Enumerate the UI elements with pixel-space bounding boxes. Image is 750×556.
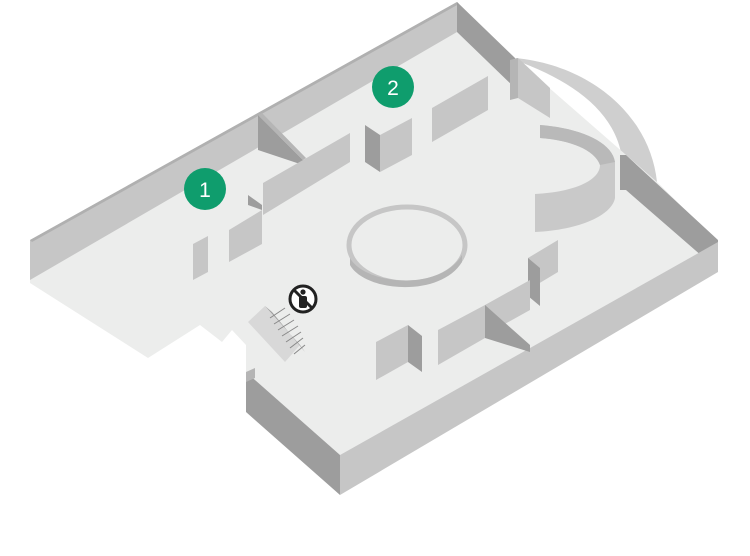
location-marker-2[interactable]: 2 [372, 66, 414, 108]
partition-1 [258, 115, 303, 165]
right-wall-upper [620, 155, 718, 270]
staircase [248, 306, 306, 362]
partition-7-side [528, 258, 540, 306]
partition-9 [438, 305, 485, 365]
partition-10-front [376, 325, 408, 380]
partition-6 [432, 76, 488, 142]
location-marker-1[interactable]: 1 [184, 168, 226, 210]
partition-2 [263, 133, 350, 215]
annex-wall-b [518, 58, 550, 118]
partition-9-side [485, 305, 530, 352]
back-wall-left [30, 2, 457, 280]
partition-1-top [258, 113, 306, 160]
no-access-person-icon[interactable] [288, 284, 318, 314]
back-wall-left-top [30, 2, 459, 242]
marker-2-label: 2 [387, 77, 399, 100]
central-oval [346, 204, 468, 288]
partition-4 [193, 236, 208, 280]
partition-3-side [248, 195, 262, 210]
marker-1-label: 1 [199, 179, 211, 202]
partition-5-front [380, 118, 412, 172]
partition-5-side [365, 125, 380, 172]
back-wall-right [457, 2, 515, 88]
front-wall-left-stub [246, 368, 255, 382]
front-wall-left [246, 372, 340, 495]
partition-10-side [408, 325, 422, 372]
right-wall-front [340, 242, 718, 495]
partition-3 [229, 210, 262, 262]
curved-room-top [540, 125, 615, 165]
annex-wall-a [510, 58, 518, 100]
